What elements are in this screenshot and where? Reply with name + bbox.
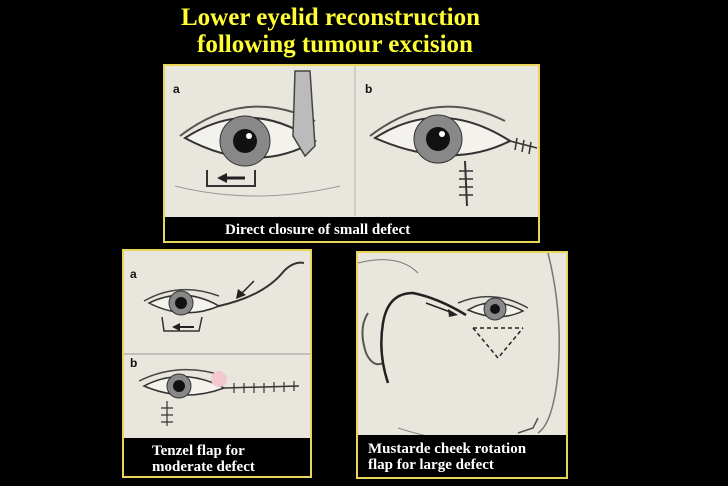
label-b: b <box>130 356 138 370</box>
mustarde-flap-panel: Mustarde cheek rotation flap for large d… <box>356 251 568 479</box>
label-b: b <box>365 82 373 96</box>
title-line-1: Lower eyelid reconstruction <box>181 4 481 31</box>
eye-a-drawing <box>174 70 341 197</box>
eye-b-drawing <box>369 105 538 207</box>
eye-a-drawing <box>143 261 305 332</box>
label-a: a <box>130 267 137 281</box>
tenzel-flap-illustration <box>124 261 310 426</box>
title-line-2: following tumour excision <box>197 31 473 58</box>
eye-b-drawing <box>138 368 300 426</box>
label-a: a <box>173 82 180 96</box>
tenzel-flap-panel: a b Tenzel flap for moderate defect <box>122 249 312 478</box>
mustarde-flap-caption: Mustarde cheek rotation flap for large d… <box>358 435 566 477</box>
direct-closure-illustration <box>174 66 538 216</box>
direct-closure-panel: a b Direct closure of small defect <box>163 64 540 243</box>
direct-closure-caption: Direct closure of small defect <box>165 217 538 241</box>
tenzel-flap-caption: Tenzel flap for moderate defect <box>124 438 310 476</box>
